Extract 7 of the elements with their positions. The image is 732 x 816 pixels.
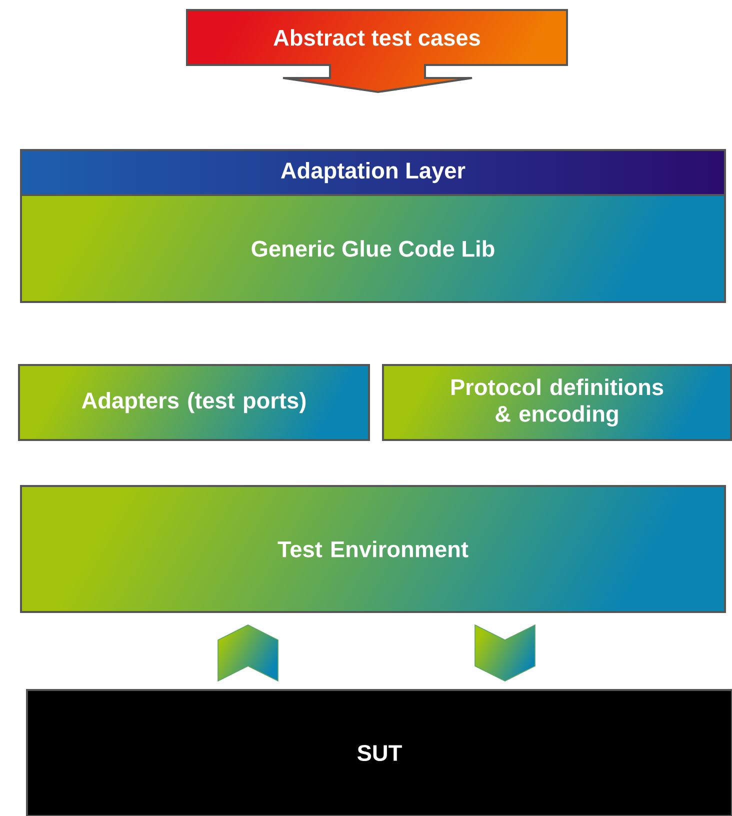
layer-box: Adaptation Layer Generic Glue Code Lib [20,149,726,303]
chevron-arrow [474,624,536,682]
system-box: SUT [26,689,732,816]
component-box: Protocol definitions & encoding [382,364,732,441]
component-box: Test Environment [20,485,726,613]
component-box: Adapters (test ports) [18,364,370,441]
chevron-arrow [218,624,278,682]
